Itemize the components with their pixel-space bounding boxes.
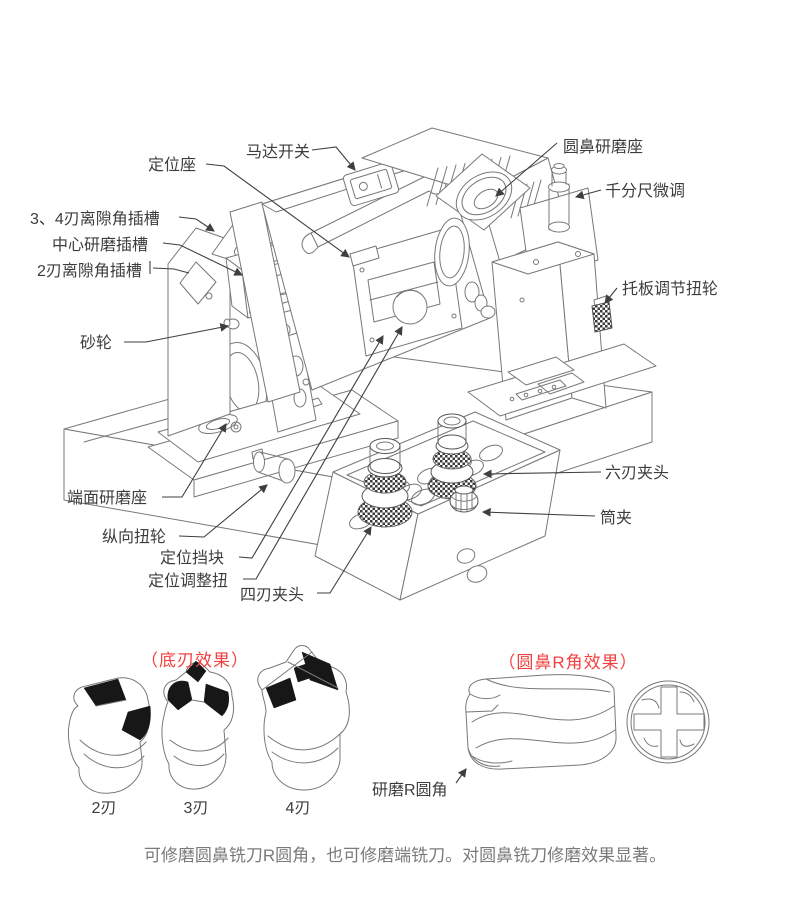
motor-switch-part	[342, 161, 400, 207]
label-micrometer: 千分尺微调	[605, 182, 685, 200]
motor-assembly	[361, 127, 569, 319]
label-flute-3: 3刃	[184, 800, 209, 817]
caption-text: 可修磨圆鼻铣刀R圆角，也可修磨端铣刀。对圆鼻铣刀修磨效果显著。	[144, 846, 666, 865]
round-nose-mill-side	[465, 674, 617, 770]
label-flute-2: 2刃	[92, 800, 117, 817]
round-nose-mill-end-view	[626, 680, 710, 764]
label-round-nose-seat: 圆鼻研磨座	[563, 138, 643, 156]
end-mill-2-flute	[67, 677, 151, 794]
heading-round-nose-effect: （圆鼻R角效果）	[498, 653, 637, 672]
label-positioning-seat: 定位座	[148, 156, 196, 174]
label-positioning-stop: 定位挡块	[160, 549, 224, 567]
label-face-grind-seat: 端面研磨座	[67, 489, 147, 507]
label-longitudinal-knob: 纵向扭轮	[102, 528, 166, 546]
label-four-flute-chuck: 四刃夹头	[240, 586, 304, 604]
label-grinding-wheel: 砂轮	[80, 334, 112, 352]
label-flute-4: 4刃	[286, 800, 311, 817]
collet-part	[449, 485, 479, 513]
label-six-flute-chuck: 六刃夹头	[605, 464, 669, 482]
label-positioning-adjust: 定位调整扭	[148, 572, 228, 590]
right-tower	[467, 163, 657, 421]
four-flute-chuck-part	[357, 438, 413, 528]
label-grind-r-corner: 研磨R圆角	[372, 781, 448, 799]
label-motor-switch: 马达开关	[246, 143, 310, 161]
label-slot-2-flute: 2刃离隙角插槽	[37, 262, 142, 280]
pallet-knob-part	[591, 301, 613, 333]
end-mill-3-flute	[161, 660, 235, 790]
label-slot-3-4-flute: 3、4刃离隙角插槽	[30, 210, 160, 228]
label-collet: 筒夹	[600, 509, 632, 527]
section-headings: （底刃效果） （圆鼻R角效果） 2刃 3刃 4刃	[92, 651, 637, 817]
heading-bottom-edge-effect: （底刃效果）	[141, 651, 249, 670]
face-grind-table	[147, 385, 399, 498]
end-mill-4-flute	[257, 645, 350, 791]
label-pallet-knob: 托板调节扭轮	[622, 280, 718, 298]
part-labels: 马达开关 定位座 3、4刃离隙角插槽 中心研磨插槽 2刃离隙角插槽 砂轮 圆鼻研…	[30, 138, 718, 799]
leader-lines	[124, 142, 618, 784]
label-slot-center-grind: 中心研磨插槽	[52, 236, 148, 254]
